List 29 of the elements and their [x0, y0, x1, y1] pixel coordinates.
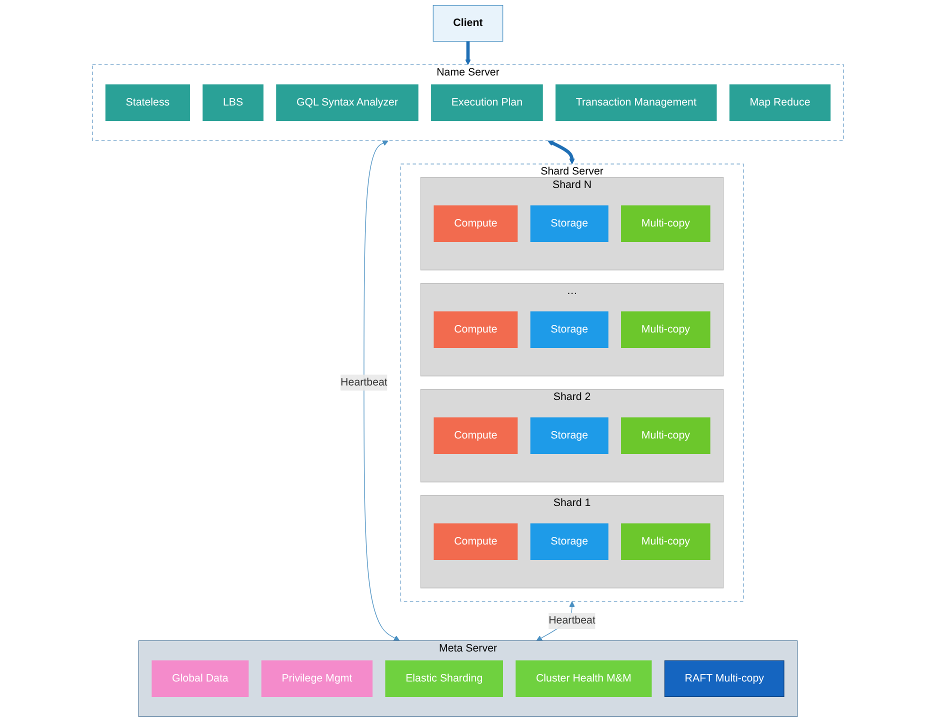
node-box: Compute [434, 417, 518, 454]
node-box: Map Reduce [729, 84, 831, 121]
node-box: Storage [530, 523, 608, 560]
node-box: Multi-copy [621, 205, 710, 242]
node-box: Compute [434, 523, 518, 560]
node-box: Multi-copy [621, 311, 710, 348]
node-box: Stateless [105, 84, 190, 121]
edge-label: Heartbeat [340, 376, 388, 388]
node-box: RAFT Multi-copy [664, 660, 784, 697]
node-box: Client [432, 5, 504, 42]
node-box: Storage [530, 417, 608, 454]
node-box: Execution Plan [431, 84, 543, 121]
node-box: Elastic Sharding [385, 660, 503, 697]
node-box: Privilege Mgmt [261, 660, 373, 697]
node-box: Multi-copy [621, 417, 710, 454]
node-box: Compute [434, 205, 518, 242]
node-box: Global Data [152, 660, 249, 697]
edge-label: Heartbeat [548, 615, 596, 626]
node-box: Transaction Management [556, 84, 717, 121]
node-box: Storage [530, 311, 608, 348]
arrow [465, 41, 471, 65]
node-box: GQL Syntax Analyzer [276, 84, 418, 121]
node-box: Compute [434, 311, 518, 348]
arrow [364, 140, 400, 641]
node-box: LBS [202, 84, 264, 121]
node-box: Cluster Health M&M [516, 660, 652, 697]
node-box: Storage [530, 205, 608, 242]
arrow [548, 140, 575, 164]
node-box: Multi-copy [621, 523, 710, 560]
